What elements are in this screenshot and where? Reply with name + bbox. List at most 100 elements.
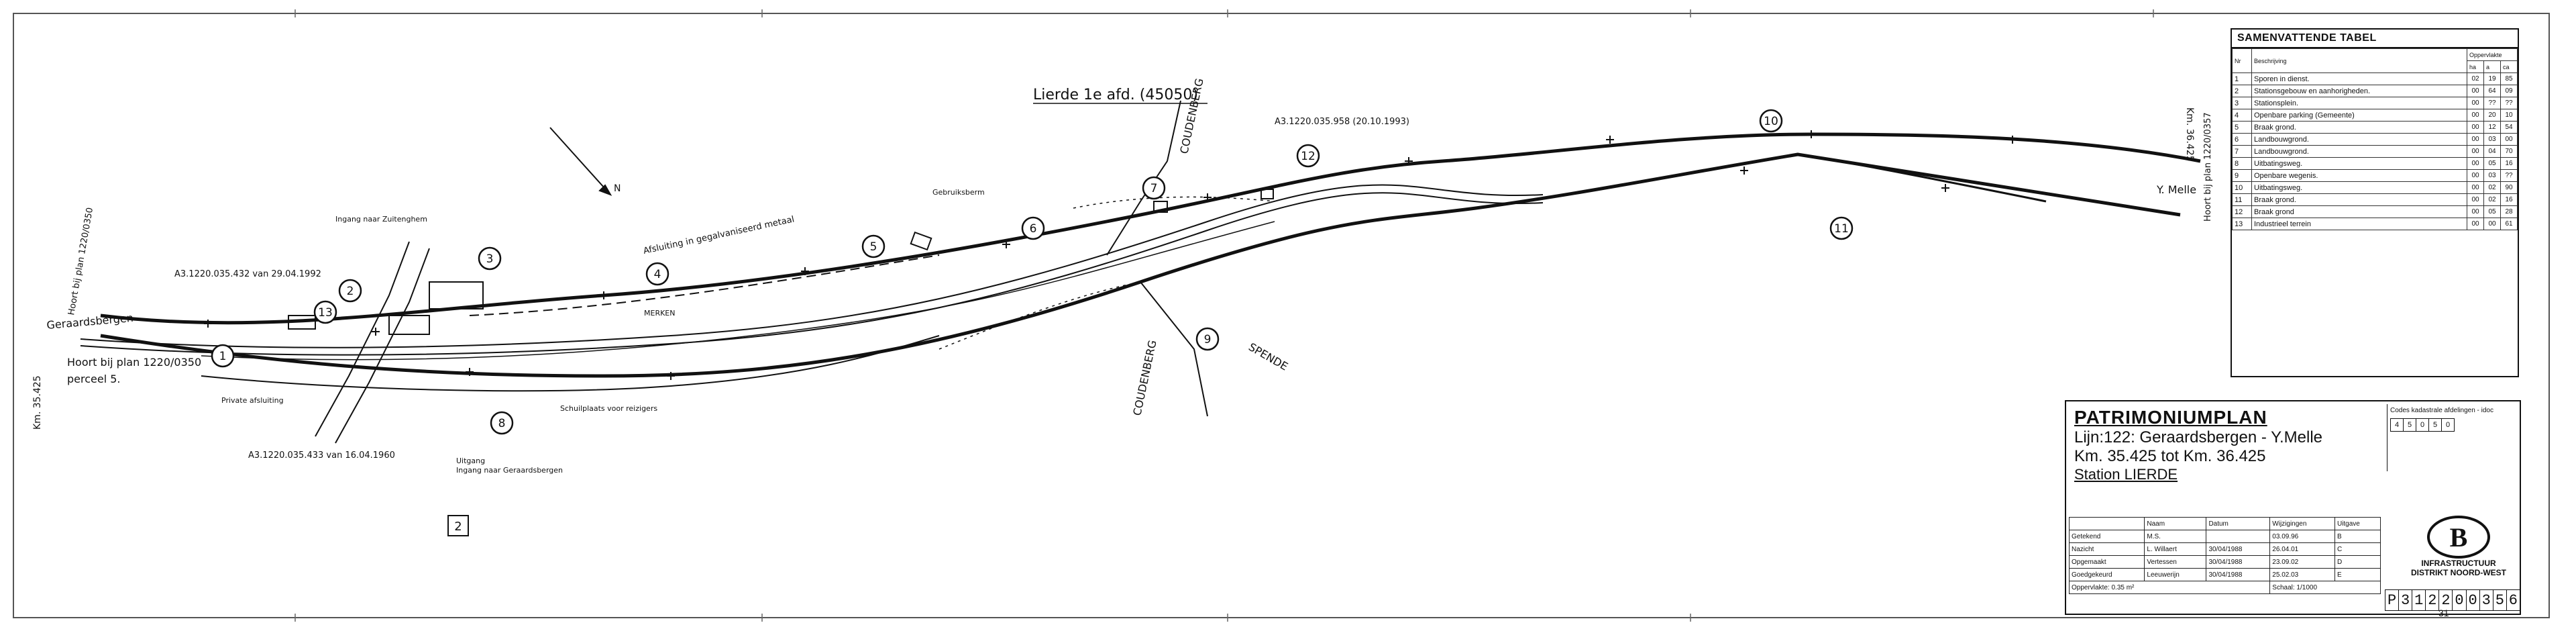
summary-cell-ha: 00: [2467, 85, 2484, 97]
summary-col-desc: Beschrijving: [2251, 48, 2467, 73]
revision-cell-datum: 30/04/1988: [2206, 555, 2271, 569]
km-left-label: Km. 35.425: [32, 375, 43, 430]
summary-cell-ha: 00: [2467, 169, 2484, 182]
north-arrow-label: N: [614, 183, 621, 194]
revision-cell-uitgave: D: [2334, 555, 2381, 569]
plan-number-digit: 0: [2467, 590, 2480, 610]
summary-cell-ca: ??: [2500, 169, 2518, 182]
code-cell: 5: [2428, 418, 2442, 432]
revision-cell-wijz: 25.02.03: [2269, 568, 2335, 581]
shed-3: [1260, 189, 1274, 199]
grid-col-wijzigingen: Wijzigingen: [2269, 517, 2335, 530]
zone-12-circle: [1296, 144, 1320, 168]
zone-3-label: 3: [486, 252, 494, 266]
north-arrow: [549, 127, 612, 196]
summary-cell-a: 19: [2483, 73, 2501, 85]
road-coudenberg: [1106, 100, 1181, 256]
note-entrance-2: Ingang naar Geraardsbergen: [456, 466, 563, 475]
ref-1-label: A3.1220.035.432 van 29.04.1992: [174, 269, 321, 279]
org-name: INFRASTRUCTUUR: [2421, 559, 2496, 568]
grid-role-header: [2068, 517, 2145, 530]
summary-cell-a: 04: [2483, 145, 2501, 158]
summary-cell-a: 12: [2483, 121, 2501, 134]
code-cell: 0: [2441, 418, 2455, 432]
zone-2-label: 2: [347, 285, 354, 298]
summary-cell-ha: 00: [2467, 193, 2484, 206]
summary-cell-nr: 9: [2232, 169, 2252, 182]
platform-road: [201, 335, 940, 392]
revision-cell-datum: 30/04/1988: [2206, 542, 2271, 556]
summary-cell-ca: 16: [2500, 193, 2518, 206]
summary-cell-nr: 10: [2232, 181, 2252, 194]
summary-cell-nr: 4: [2232, 109, 2252, 122]
summary-cell-a: 03: [2483, 169, 2501, 182]
zone-4-label: 4: [654, 268, 661, 281]
summary-cell-ca: 00: [2500, 133, 2518, 146]
summary-unit-a: a: [2483, 60, 2501, 73]
revision-cell-role: Goedgekeurd: [2068, 568, 2145, 581]
summary-cell-ha: 00: [2467, 109, 2484, 122]
boxed-2-frame: [447, 515, 469, 536]
direction-left-label: Geraardsbergen: [46, 312, 134, 332]
summary-col-area: Oppervlakte: [2467, 48, 2518, 61]
summary-cell-desc: Braak grond.: [2251, 121, 2467, 134]
summary-cell-ca: 70: [2500, 145, 2518, 158]
road-left-cross: [315, 241, 410, 437]
plan-number-digit: 6: [2508, 591, 2518, 609]
org-district: DISTRIKT NOORD-WEST: [2411, 568, 2506, 577]
summary-cell-ha: 00: [2467, 157, 2484, 170]
summary-cell-desc: Stationsplein.: [2251, 97, 2467, 109]
shed-2: [1153, 201, 1168, 213]
plan-number-digit: 3: [2399, 590, 2413, 610]
plan-number-digit: 5: [2493, 590, 2507, 610]
code-cell: 4: [2390, 418, 2404, 432]
summary-cell-ha: 02: [2467, 73, 2484, 85]
summary-cell-nr: 7: [2232, 145, 2252, 158]
station-annex: [429, 281, 484, 309]
summary-cell-nr: 2: [2232, 85, 2252, 97]
zone-13-label: 13: [318, 306, 333, 320]
belongs-to-left-vertical: Hoort bij plan 1220/0350: [66, 207, 95, 316]
revision-cell-role: Getekend: [2068, 530, 2145, 543]
note-merken: MERKEN: [644, 309, 675, 318]
summary-cell-nr: 6: [2232, 133, 2252, 146]
revision-cell-role: Opgemaakt: [2068, 555, 2145, 569]
summary-cell-a: 05: [2483, 157, 2501, 170]
zone-1-label: 1: [219, 350, 227, 363]
plan-station: Station LIERDE: [2074, 466, 2178, 483]
plan-number-digit: 1: [2412, 590, 2426, 610]
summary-cell-a: 20: [2483, 109, 2501, 122]
zone-3-circle: [478, 246, 502, 271]
revision-cell-wijz: 03.09.96: [2269, 530, 2335, 543]
ref-2-label: A3.1220.035.433 van 16.04.1960: [248, 450, 395, 461]
summary-cell-ca: 10: [2500, 109, 2518, 122]
belongs-to-label: Hoort bij plan 1220/0350: [67, 356, 201, 369]
summary-cell-nr: 3: [2232, 97, 2252, 109]
summary-cell-desc: Landbouwgrond.: [2251, 133, 2467, 146]
summary-cell-ca: 85: [2500, 73, 2518, 85]
shelter: [288, 315, 316, 330]
zone-7-circle: [1142, 176, 1166, 200]
belongs-to-parcel-label: perceel 5.: [67, 373, 121, 385]
plan-number-digit: 2: [2439, 590, 2453, 610]
zone-6-circle: [1021, 216, 1045, 240]
summary-cell-ca: 90: [2500, 181, 2518, 194]
summary-cell-desc: Uitbatingsweg.: [2251, 181, 2467, 194]
summary-cell-nr: 8: [2232, 157, 2252, 170]
zone-5-circle: [861, 234, 885, 258]
track-2: [80, 192, 1544, 356]
summary-cell-ha: 00: [2467, 97, 2484, 109]
zone-12-label: 12: [1301, 150, 1316, 163]
cadastral-code-cells: 4 5 0 5 0: [2390, 418, 2516, 432]
plan-number-digit: P: [2385, 590, 2400, 610]
zone-9-circle: [1195, 327, 1220, 351]
belongs-to-right-label: Hoort bij plan 1220/0357: [2203, 112, 2213, 222]
